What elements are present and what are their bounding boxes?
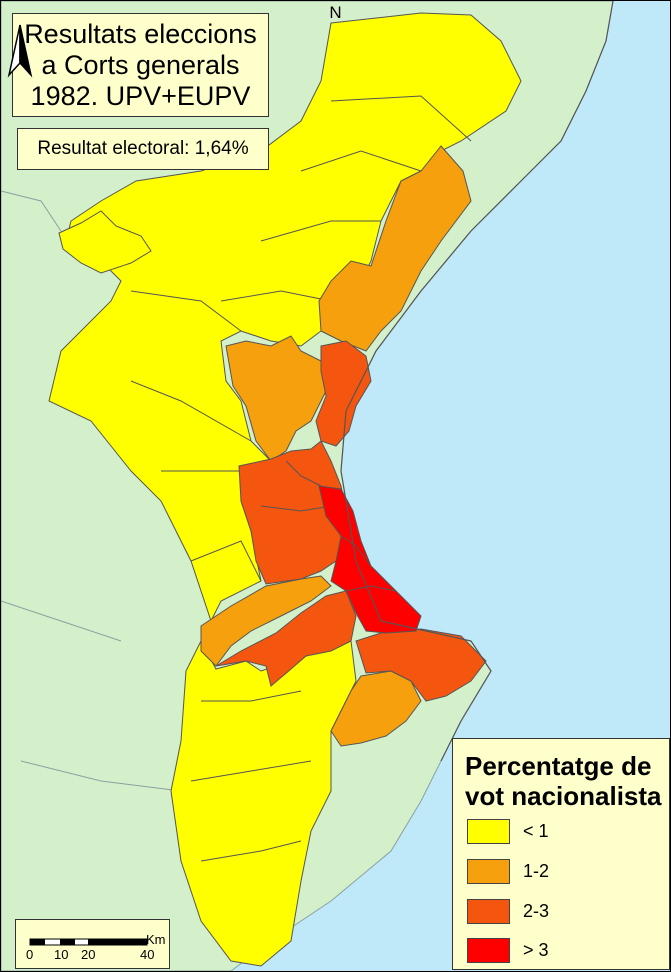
scale-bar-graphic xyxy=(29,938,148,946)
north-arrow: N xyxy=(1,1,342,83)
region-orange-west xyxy=(225,335,327,462)
legend: Percentatge de vot nacionalista < 1 1-2 … xyxy=(452,738,670,970)
region-red xyxy=(318,485,422,634)
coastline xyxy=(340,1,614,762)
region-yellow-detached xyxy=(58,210,152,274)
legend-label-gt3: > 3 xyxy=(523,940,549,960)
legend-swatch-1-2 xyxy=(467,859,510,884)
title-line-1: Resultats eleccions xyxy=(24,18,257,49)
region-redorange-boundaries xyxy=(260,460,332,512)
scale-tick-10: 10 xyxy=(54,947,69,962)
legend-swatch-gt3 xyxy=(467,938,510,963)
legend-title-line-1: Percentatge de xyxy=(465,751,652,781)
scale-tick-0: 0 xyxy=(26,947,34,962)
title-line-2: a Corts generals xyxy=(41,49,240,80)
title-line-3: 1982. UPV+EUPV xyxy=(30,80,251,111)
legend-swatch-2-3 xyxy=(467,899,510,924)
region-redorange-south xyxy=(215,590,357,687)
legend-label-lt1: < 1 xyxy=(523,821,549,841)
region-orange-north xyxy=(318,145,472,352)
neighbour-boundary xyxy=(1,190,182,792)
scale-bar: 0 10 20 40 Km xyxy=(15,919,170,969)
region-redorange-coast xyxy=(315,340,372,447)
region-red-boundary xyxy=(340,535,397,592)
legend-label-2-3: 2-3 xyxy=(523,901,550,921)
map-title: Resultats eleccions a Corts generals 198… xyxy=(12,13,269,117)
electoral-result: Resultat electoral: 1,64% xyxy=(17,128,269,170)
legend-swatch-lt1 xyxy=(467,819,510,844)
legend-title: Percentatge de vot nacionalista xyxy=(465,751,665,811)
scale-tick-20: 20 xyxy=(81,947,96,962)
scale-tick-40: 40 xyxy=(140,947,155,962)
north-label: N xyxy=(329,3,342,22)
legend-label-1-2: 1-2 xyxy=(523,861,550,881)
scale-unit: Km xyxy=(146,932,166,947)
north-arrow-icon xyxy=(7,24,33,78)
region-yellow-boundaries xyxy=(130,95,472,862)
legend-title-line-2: vot nacionalista xyxy=(465,781,662,811)
electoral-result-text: Resultat electoral: 1,64% xyxy=(37,138,249,159)
